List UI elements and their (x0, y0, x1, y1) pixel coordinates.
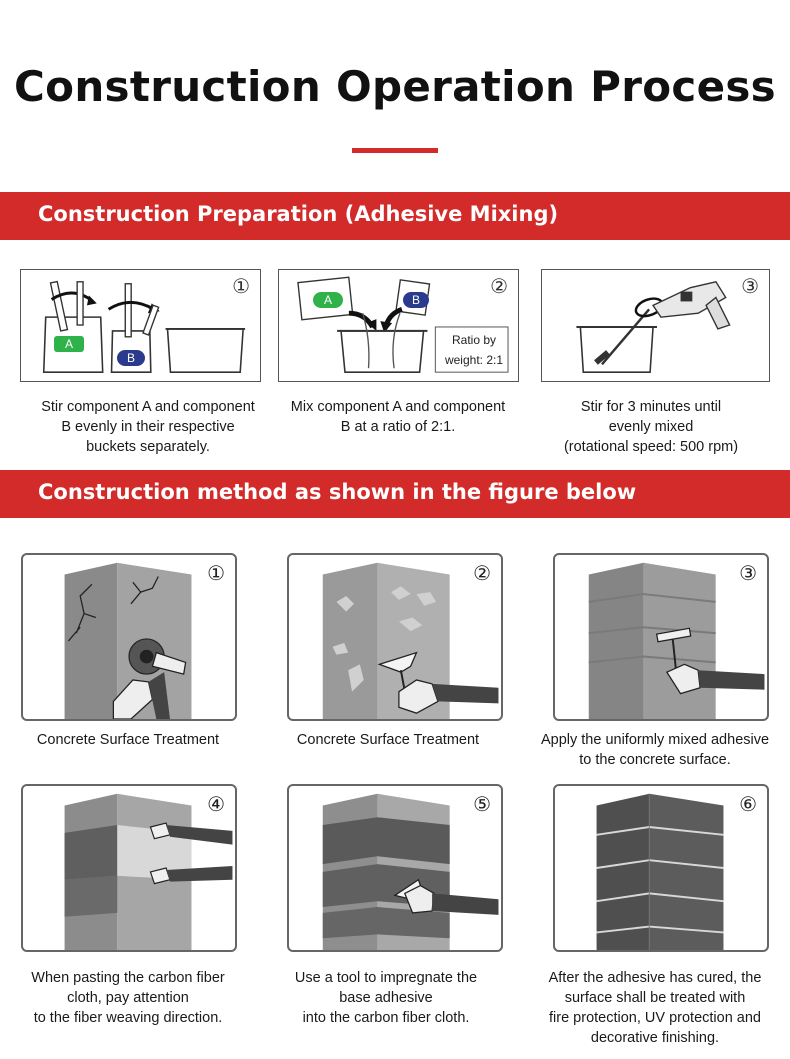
step-number: ① (207, 563, 225, 585)
caption-line: Concrete Surface Treatment (296, 732, 480, 748)
adhesive-roller-figure (588, 562, 765, 719)
drill-mixing-figure (576, 281, 731, 373)
impregnate-adhesive-figure (322, 793, 499, 950)
caption-line: Stir component A and component (41, 399, 255, 415)
caption-line: cloth, pay attention (67, 990, 189, 1006)
caption-line: When pasting the carbon fiber (31, 970, 225, 986)
caption-line: After the adhesive has cured, the (548, 970, 762, 986)
component-b-label: B (117, 350, 145, 366)
method-step-2-caption: Concrete Surface Treatment (260, 730, 516, 750)
caption-line: (rotational speed: 500 rpm) (563, 439, 739, 455)
ratio-note-line: weight: 2:1 (444, 353, 504, 367)
caption-line: surface shall be treated with (564, 990, 746, 1006)
method-step-2-illustration: ② (287, 553, 503, 721)
method-step-5-caption: Use a tool to impregnate the base adhesi… (258, 968, 514, 1028)
prep-step-3-caption: Stir for 3 minutes until evenly mixed (r… (523, 397, 779, 457)
caption-line: Use a tool to impregnate the (294, 970, 478, 986)
caption-line: base adhesive (339, 990, 433, 1006)
step-number: ③ (739, 563, 757, 585)
step-number: ③ (741, 276, 759, 298)
step-number: ⑤ (473, 794, 491, 816)
section-heading-text: Construction Preparation (Adhesive Mixin… (38, 202, 559, 226)
caption-line: buckets separately. (86, 439, 210, 455)
ratio-note-line: Ratio by (451, 333, 497, 347)
caption-line: Apply the uniformly mixed adhesive (540, 732, 770, 748)
method-step-6-caption: After the adhesive has cured, the surfac… (527, 968, 783, 1048)
method-step-5-illustration: ⑤ (287, 784, 503, 952)
caption-line: Concrete Surface Treatment (36, 732, 220, 748)
caption-line: Mix component A and component (290, 399, 506, 415)
patch-repair-figure (322, 562, 499, 719)
surface-grinding-figure (64, 562, 192, 719)
prep-step-2-illustration: A B Ratio by weight: 2:1 ② (278, 269, 519, 382)
caption-line: Stir for 3 minutes until (580, 399, 722, 415)
prep-step-1-caption: Stir component A and component B evenly … (20, 397, 276, 457)
title-underline (352, 148, 438, 153)
carbon-fiber-pasting-figure (64, 793, 233, 950)
section-heading-text: Construction method as shown in the figu… (38, 480, 637, 504)
step-number: ④ (207, 794, 225, 816)
component-b-label: B (403, 292, 429, 308)
caption-line: B evenly in their respective (61, 419, 235, 435)
caption-line: decorative finishing. (590, 1030, 720, 1046)
step-number: ⑥ (739, 794, 757, 816)
method-step-3-caption: Apply the uniformly mixed adhesive to th… (527, 730, 783, 770)
section-heading-method: Construction method as shown in the figu… (0, 470, 790, 518)
method-step-6-illustration: ⑥ (553, 784, 769, 952)
method-step-4-illustration: ④ (21, 784, 237, 952)
step-number: ② (490, 276, 508, 298)
component-a-label: A (54, 336, 84, 352)
prep-step-3-illustration: ③ (541, 269, 770, 382)
method-step-1-caption: Concrete Surface Treatment (0, 730, 256, 750)
caption-line: to the fiber weaving direction. (33, 1010, 223, 1026)
caption-line: to the concrete surface. (579, 752, 731, 768)
caption-line: into the carbon fiber cloth. (302, 1010, 470, 1026)
method-step-3-illustration: ③ (553, 553, 769, 721)
ratio-note: Ratio by weight: 2:1 (438, 330, 510, 370)
caption-line: B at a ratio of 2:1. (340, 419, 456, 435)
method-step-4-caption: When pasting the carbon fiber cloth, pay… (0, 968, 256, 1028)
prep-step-2-caption: Mix component A and component B at a rat… (270, 397, 526, 437)
caption-line: fire protection, UV protection and (549, 1010, 761, 1026)
caption-line: evenly mixed (608, 419, 694, 435)
component-a-label: A (313, 292, 343, 308)
surface-finishing-figure (596, 793, 724, 950)
method-step-1-illustration: ① (21, 553, 237, 721)
page-title: Construction Operation Process (14, 62, 776, 111)
prep-step-1-illustration: A B ① (20, 269, 261, 382)
step-number: ① (232, 276, 250, 298)
section-heading-preparation: Construction Preparation (Adhesive Mixin… (0, 192, 790, 240)
step-number: ② (473, 563, 491, 585)
